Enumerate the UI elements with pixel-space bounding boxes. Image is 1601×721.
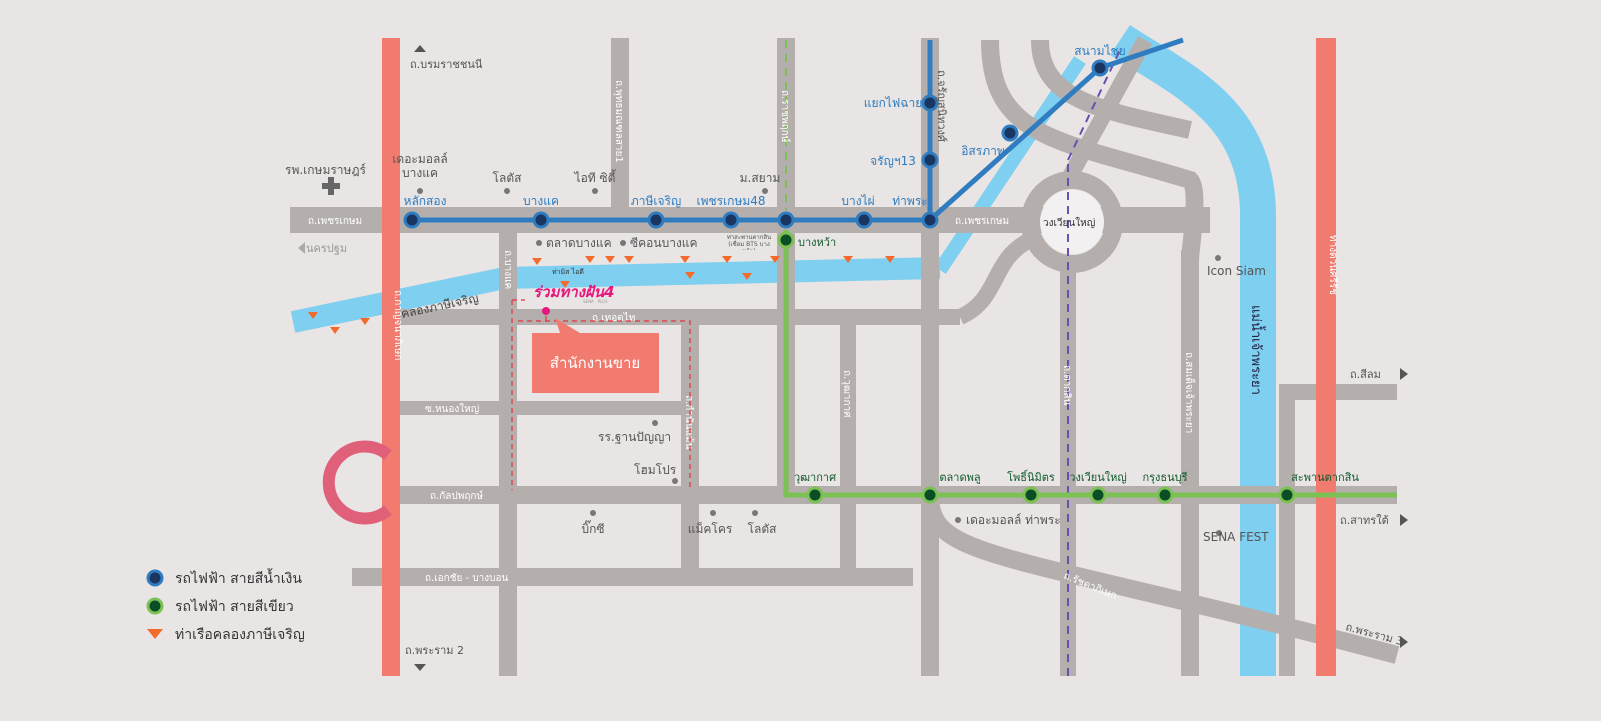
station-label: ท่าพระ [892, 194, 927, 208]
arrow-left-icon [298, 242, 305, 254]
project-marker[interactable]: ร่วมทางฝัน4 SENA · PLUS [511, 283, 691, 490]
hospital-icon [322, 177, 340, 195]
river [1110, 25, 1277, 676]
poi-label: ม.สยาม [740, 171, 781, 185]
poi-label: SENA FEST [1203, 530, 1269, 544]
road-label: ถ.กัลปพฤกษ์ [430, 490, 483, 502]
poi-label: บิ๊กซี [581, 520, 604, 536]
road-label: ถ.ตากสิน [1061, 365, 1072, 406]
poi-labels: รพ.เกษมราษฎร์ เดอะมอลล์ บางแค โลตัส ไอที… [285, 152, 1269, 544]
legend-label: ท่าเรือคลองภาษีเจริญ [175, 627, 305, 643]
station-label: สนามไชย [1074, 44, 1125, 58]
station-label: จรัญฯ13 [870, 154, 916, 168]
station-label: วุฒากาศ [794, 471, 836, 484]
station-label: บางแค [523, 194, 559, 208]
road-label: ถ.เพชรเกษม [955, 216, 1009, 227]
road-label: ถ.เทอดไท [592, 312, 635, 324]
green-line [783, 230, 1397, 498]
poi-label: ท่ามิส ไอดี [552, 267, 584, 276]
poi-label: ตลาดบางแค [546, 236, 612, 250]
station-label: หลักสอง [404, 194, 447, 208]
roundabout [1040, 190, 1104, 254]
poi-label: โฮมโปร [634, 463, 677, 477]
station-label: ตลาดพลู [939, 471, 980, 484]
road-label: ถ.กาญจนาภิเษก [392, 290, 403, 360]
station-label: วงเวียนใหญ่ [1069, 471, 1126, 484]
station-label: ภาษีเจริญ [631, 194, 681, 208]
poi-label: ซีคอนบางแค [630, 236, 698, 250]
blue-line-legend-icon [146, 569, 164, 587]
arrow-down-icon [414, 664, 426, 671]
poi-label: รร.ฐานปัญญา [598, 430, 671, 444]
poi-label: เดอะมอลล์ ท่าพระ [966, 513, 1061, 527]
points-of-interest [322, 177, 1222, 536]
road-label: ถ.สมเด็จเจ้าพระยา [1183, 352, 1197, 433]
sales-office[interactable]: สำนักงานขาย [532, 318, 659, 393]
blue-line [412, 37, 1184, 223]
road-label: ถ.กำนันแม้น [683, 395, 695, 450]
green-stations [777, 231, 1296, 504]
road-label: ถ.พระราม 2 [405, 644, 464, 657]
route-dashed [511, 299, 691, 490]
road-label: ถ.บรมราชชนนี [410, 58, 483, 71]
arrow-right-icon [1400, 636, 1408, 648]
poi-label: แม็คโคร [688, 521, 733, 536]
green-line-legend-icon [146, 597, 164, 615]
project-tagline: SENA · PLUS [583, 299, 608, 304]
expressway-sirirat [1316, 38, 1336, 676]
poi-label: โลตัส [748, 522, 778, 536]
legend-label: รถไฟฟ้า สายสีน้ำเงิน [175, 568, 302, 587]
arrow-right-icon [1400, 514, 1408, 526]
roundabout-label: วงเวียนใหญ่ [1043, 217, 1095, 229]
poi-label: รพ.เกษมราษฎร์ [285, 163, 367, 177]
station-label: กรุงธนบุรี [1142, 471, 1187, 484]
station-label: บางหว้า [798, 236, 836, 249]
boat-pier-legend-icon [147, 629, 163, 639]
arrow-right-icon [1400, 368, 1408, 380]
station-label: อิสรภาพ [961, 144, 1005, 158]
road-label: ถ.เอกชัย - บางบอน [425, 573, 509, 584]
boat-pier-icons [308, 256, 895, 334]
station-label: โพธิ์นิมิตร [1007, 469, 1055, 484]
road-label: ถ.เพชรเกษม [308, 216, 362, 227]
station-label: เพชรเกษม48 [696, 194, 765, 208]
poi-label: เดอะมอลล์ บางแค [392, 152, 448, 180]
blue-station-labels: หลักสอง บางแค ภาษีเจริญ เพชรเกษม48 บางไผ… [404, 44, 1126, 208]
station-label: สะพานตากสิน [1291, 471, 1359, 484]
poi-label: ไอที ซิตี้ [574, 169, 617, 185]
poi-label-wrapper: เดอะมอลล์ บางแค [392, 152, 448, 180]
station-label: บางไผ่ [841, 194, 874, 208]
road-label: ถ.วุฒากาศ [841, 370, 852, 418]
road-label: ถ.สาทรใต้ [1340, 514, 1389, 527]
green-station-labels: บางหว้า วุฒากาศ ตลาดพลู โพธิ์นิมิตร วงเว… [794, 236, 1359, 484]
direction-label: นครปฐม [306, 242, 347, 255]
poi-label: โลตัส [493, 171, 523, 185]
river-label: แม่น้ำเจ้าพระยา [1248, 305, 1266, 395]
station-label: แยกไฟฉาย [864, 96, 923, 110]
road-label: ถ.จรัญสนิทวงศ์ [935, 70, 948, 142]
road-label: ทางด่วนศรีรัช [1327, 235, 1339, 295]
road-label: ถ.บางแค [502, 250, 513, 289]
road-label: ถ.สีลม [1350, 368, 1381, 381]
poi-label-wrapper: ท่าสะพานตากสิน (เชื่อม BTS บางหว้า) [726, 234, 772, 250]
road-label: ถ.ราชพฤกษ์ [779, 90, 791, 143]
project-pin[interactable] [542, 307, 550, 315]
blue-stations [403, 59, 1109, 229]
road-label: ซ.หนองใหญ่ [425, 403, 479, 415]
sales-office-label[interactable]: สำนักงานขาย [550, 354, 640, 372]
poi-label: Icon Siam [1207, 264, 1266, 278]
legend: รถไฟฟ้า สายสีน้ำเงิน รถไฟฟ้า สายสีเขียว … [146, 568, 305, 643]
interchange [322, 440, 392, 525]
project-logo[interactable]: ร่วมทางฝัน4 [533, 283, 614, 301]
purple-line-future-2 [1067, 49, 1121, 161]
road-label: ถ.พุทธมณฑลสาย1 [613, 80, 624, 163]
legend-label: รถไฟฟ้า สายสีเขียว [175, 598, 294, 615]
arrow-up-icon [414, 45, 426, 52]
poi-label: ท่าสะพานตากสิน (เชื่อม BTS บางหว้า) [726, 234, 772, 250]
